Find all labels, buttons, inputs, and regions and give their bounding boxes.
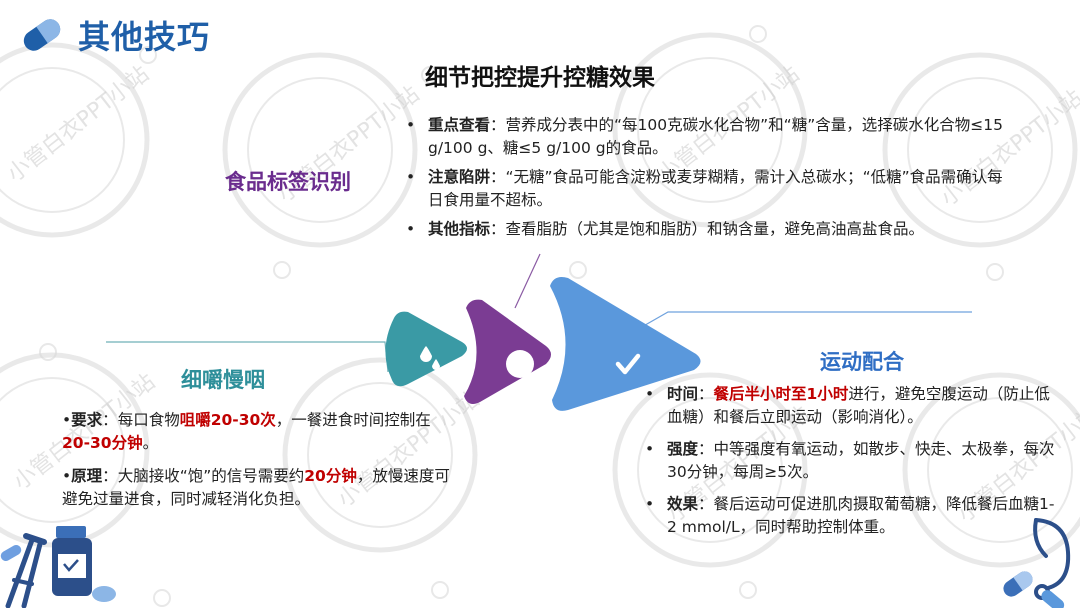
item-text: 中等强度有氧运动，如散步、快走、太极拳，每次30分钟，每周≥5次。 [667,440,1055,481]
stethoscope-icon [1033,518,1071,600]
highlight-text: 20-30分钟 [62,434,143,452]
chew-heading: 细嚼慢咽 [181,368,265,392]
item-text: 每口食物 [117,411,180,429]
list-item: 效果：餐后运动可促进肌肉摄取葡萄糖，降低餐后血糖1-2 mmol/L，同时帮助控… [645,493,1055,539]
item-text: ，一餐进食时间控制在 [275,411,431,429]
item-key: 原理 [71,467,103,485]
separator: ： [698,495,714,513]
item-text: “无糖”食品可能含淀粉或麦芽糊精，需计入总碳水；“低糖”食品需确认每日食用量不超… [428,168,1003,209]
separator: ： [490,116,506,134]
item-key: 其他指标 [428,220,491,238]
item-text: 营养成分表中的“每100克碳水化合物”和“糖”含量，选择碳水化合物≤15 g/1… [428,116,1003,157]
separator: ： [698,440,714,458]
item-key: 效果 [667,495,699,513]
purple-arrow [464,299,551,404]
medical-supplies-illustration [0,526,116,608]
medicine-bottle-icon [52,526,92,596]
item-text: 查看脂肪（尤其是饱和脂肪）和钠含量，避免高油高盐食品。 [505,220,925,238]
chew-list: •要求：每口食物咀嚼20-30次，一餐进食时间控制在20-30分钟。 •原理：大… [62,409,452,517]
item-text: 。 [142,434,159,452]
separator: ： [102,467,118,485]
item-key: 重点查看 [428,116,491,134]
exercise-list: 时间：餐后半小时至1小时进行，避免空腹运动（防止低血糖）和餐后立即运动（影响消化… [645,383,1055,545]
stethoscope-illustration [1003,518,1071,608]
capsule-icon [23,19,61,51]
circle-dot-icon [506,350,534,378]
list-item: 强度：中等强度有氧运动，如散步、快走、太极拳，每次30分钟，每周≥5次。 [645,438,1055,484]
item-text: 进行，避免空腹运动（防止低血糖）和餐后立即运动（影响消化）。 [667,385,1050,426]
highlight-text: 20分钟 [304,467,357,485]
list-item: •要求：每口食物咀嚼20-30次，一餐进食时间控制在 20-30分钟。 [62,409,452,455]
item-text: ，放慢速度可避免过量进食，同时减轻消化负担。 [62,467,450,508]
page-title: 其他技巧 [78,18,211,56]
item-text: 大脑接收“饱”的信号需要约 [117,467,305,485]
food-label-list: 重点查看：营养成分表中的“每100克碳水化合物”和“糖”含量，选择碳水化合物≤1… [406,114,1016,247]
exercise-heading: 运动配合 [820,350,904,374]
item-key: 强度 [667,440,699,458]
crutch-icon [5,533,47,608]
food-label-heading: 食品标签识别 [225,170,351,194]
list-item: 重点查看：营养成分表中的“每100克碳水化合物”和“糖”含量，选择碳水化合物≤1… [406,114,1016,160]
list-item: •原理：大脑接收“饱”的信号需要约20分钟，放慢速度可避免过量进食，同时减轻消化… [62,465,452,511]
pills-icon [1003,571,1065,608]
separator: ： [490,168,506,186]
separator: ： [490,220,506,238]
separator: ： [698,385,714,403]
water-drops-icon [420,346,440,370]
list-item: 时间：餐后半小时至1小时进行，避免空腹运动（防止低血糖）和餐后立即运动（影响消化… [645,383,1055,429]
highlight-text: 咀嚼20-30次 [179,411,276,429]
section-subtitle: 细节把控提升控糖效果 [425,65,655,91]
highlight-text: 餐后半小时至1小时 [713,385,849,403]
checkmark-icon [615,353,641,375]
item-text: 餐后运动可促进肌肉摄取葡萄糖，降低餐后血糖1-2 mmol/L，同时帮助控制体重… [667,495,1055,536]
process-arrows-graphic [385,277,701,411]
item-key: 注意陷阱 [428,168,491,186]
separator: ： [102,411,118,429]
bullet: • [62,411,72,429]
list-item: 注意陷阱：“无糖”食品可能含淀粉或麦芽糊精，需计入总碳水；“低糖”食品需确认每日… [406,166,1016,212]
item-key: 要求 [71,411,103,429]
item-key: 时间 [667,385,699,403]
list-item: 其他指标：查看脂肪（尤其是饱和脂肪）和钠含量，避免高油高盐食品。 [406,218,1016,241]
pills-icon [0,545,116,602]
blue-arrow [550,277,701,411]
bullet: • [62,467,72,485]
